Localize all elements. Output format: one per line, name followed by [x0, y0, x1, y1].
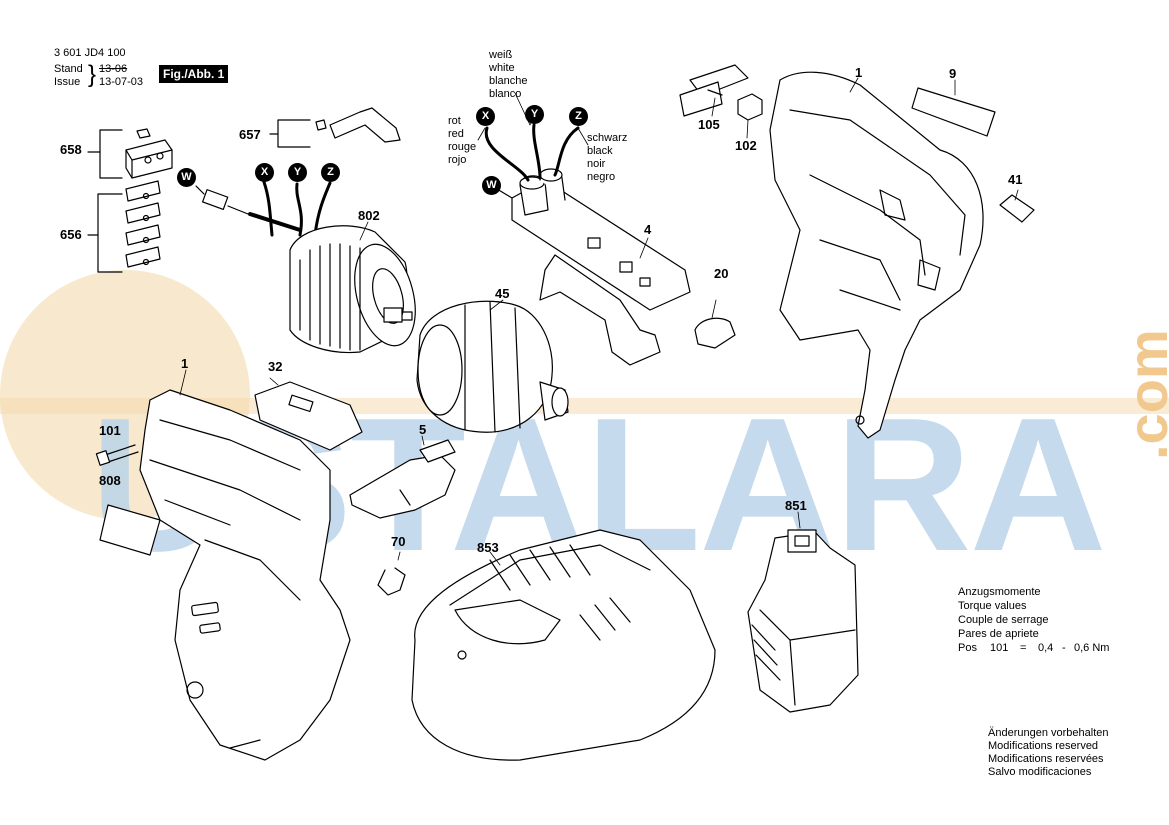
connector-w-module: W: [482, 176, 501, 195]
part-label-658: 658: [60, 142, 82, 157]
torque-pos-label: Pos: [958, 642, 977, 654]
part-657-lever: [315, 107, 401, 143]
part-802-motor: [289, 225, 416, 354]
issue-label: Issue: [54, 76, 81, 88]
old-date: 13-06: [99, 63, 128, 75]
notice-en: Modifications reserved: [988, 740, 1099, 752]
brace-glyph: }: [88, 61, 97, 88]
wire-red-fr: rouge: [448, 141, 477, 153]
part-label-802: 802: [358, 208, 380, 223]
part-label-4: 4: [644, 222, 652, 237]
wire-white-es: blanco: [489, 88, 522, 100]
part-label-853: 853: [477, 540, 499, 555]
part-label-70: 70: [391, 534, 406, 549]
part-105-plate: [679, 64, 749, 117]
wire-black-fr: noir: [587, 158, 606, 170]
notice-de: Änderungen vorbehalten: [988, 727, 1109, 739]
torque-pos-value: 101: [990, 642, 1009, 654]
torque-line-es: Pares de apriete: [958, 628, 1039, 640]
torque-max: 0,6 Nm: [1074, 642, 1110, 654]
part-wire-harness: [195, 180, 332, 237]
part-label-1-right: 1: [855, 65, 863, 80]
notice-es: Salvo modificaciones: [988, 766, 1092, 778]
part-853-charger: [411, 529, 716, 761]
part-label-657: 657: [239, 127, 261, 142]
wire-black-en: black: [587, 145, 613, 157]
part-label-101: 101: [99, 423, 121, 438]
part-41-label: [999, 194, 1035, 223]
part-label-32: 32: [268, 359, 283, 374]
part-32-cover: [254, 377, 363, 451]
part-9-label: [911, 87, 996, 137]
wire-white-de: weiß: [489, 49, 513, 61]
doc-number: 3 601 JD4 100: [54, 47, 126, 59]
connector-y-top: Y: [525, 105, 544, 124]
part-label-20: 20: [714, 266, 729, 281]
part-label-1-left: 1: [181, 356, 189, 371]
part-1-housing-left: [139, 389, 351, 761]
part-label-9: 9: [949, 66, 957, 81]
torque-line-de: Anzugsmomente: [958, 586, 1041, 598]
wire-red-de: rot: [448, 115, 461, 127]
part-20-trigger-cap: [694, 299, 736, 349]
connector-x-top: X: [476, 107, 495, 126]
wire-white-en: white: [489, 62, 515, 74]
torque-line-fr: Couple de serrage: [958, 614, 1049, 626]
part-45-gearbox: [416, 300, 569, 433]
part-label-102: 102: [735, 138, 757, 153]
part-label-41: 41: [1008, 172, 1023, 187]
part-label-656: 656: [60, 227, 82, 242]
part-label-105: 105: [698, 117, 720, 132]
part-label-808: 808: [99, 473, 121, 488]
part-4-electronics-module: [511, 168, 691, 366]
wire-white-fr: blanche: [489, 75, 528, 87]
connector-z-top: Z: [569, 107, 588, 126]
part-label-851: 851: [785, 498, 807, 513]
connector-y-motor: Y: [288, 163, 307, 182]
part-1-housing-right: [769, 71, 984, 439]
part-70-spring: [377, 551, 406, 596]
torque-eq: =: [1020, 642, 1027, 654]
connector-w-motor: W: [177, 168, 196, 187]
torque-dash: -: [1062, 642, 1066, 654]
issue-date: 13-07-03: [99, 76, 144, 88]
part-851-battery: [747, 511, 859, 713]
wire-black-de: schwarz: [587, 132, 628, 144]
part-808-label: [99, 504, 161, 556]
part-658-terminal-block: [125, 128, 173, 179]
wire-red-es: rojo: [448, 154, 467, 166]
figure-badge: Fig./Abb. 1: [159, 65, 229, 83]
wire-red-en: red: [448, 128, 464, 140]
notice-fr: Modifications reservées: [988, 753, 1104, 765]
connector-x-motor: X: [255, 163, 274, 182]
torque-min: 0,4: [1038, 642, 1054, 654]
part-101-screw: [95, 444, 139, 466]
part-5-slider: [349, 435, 456, 519]
connector-z-motor: Z: [321, 163, 340, 182]
stand-label: Stand: [54, 63, 83, 75]
part-102-nut: [737, 93, 763, 121]
torque-line-en: Torque values: [958, 600, 1027, 612]
part-label-5: 5: [419, 422, 427, 437]
wire-black-es: negro: [587, 171, 616, 183]
part-656-contact-clips: [125, 180, 161, 268]
part-label-45: 45: [495, 286, 510, 301]
